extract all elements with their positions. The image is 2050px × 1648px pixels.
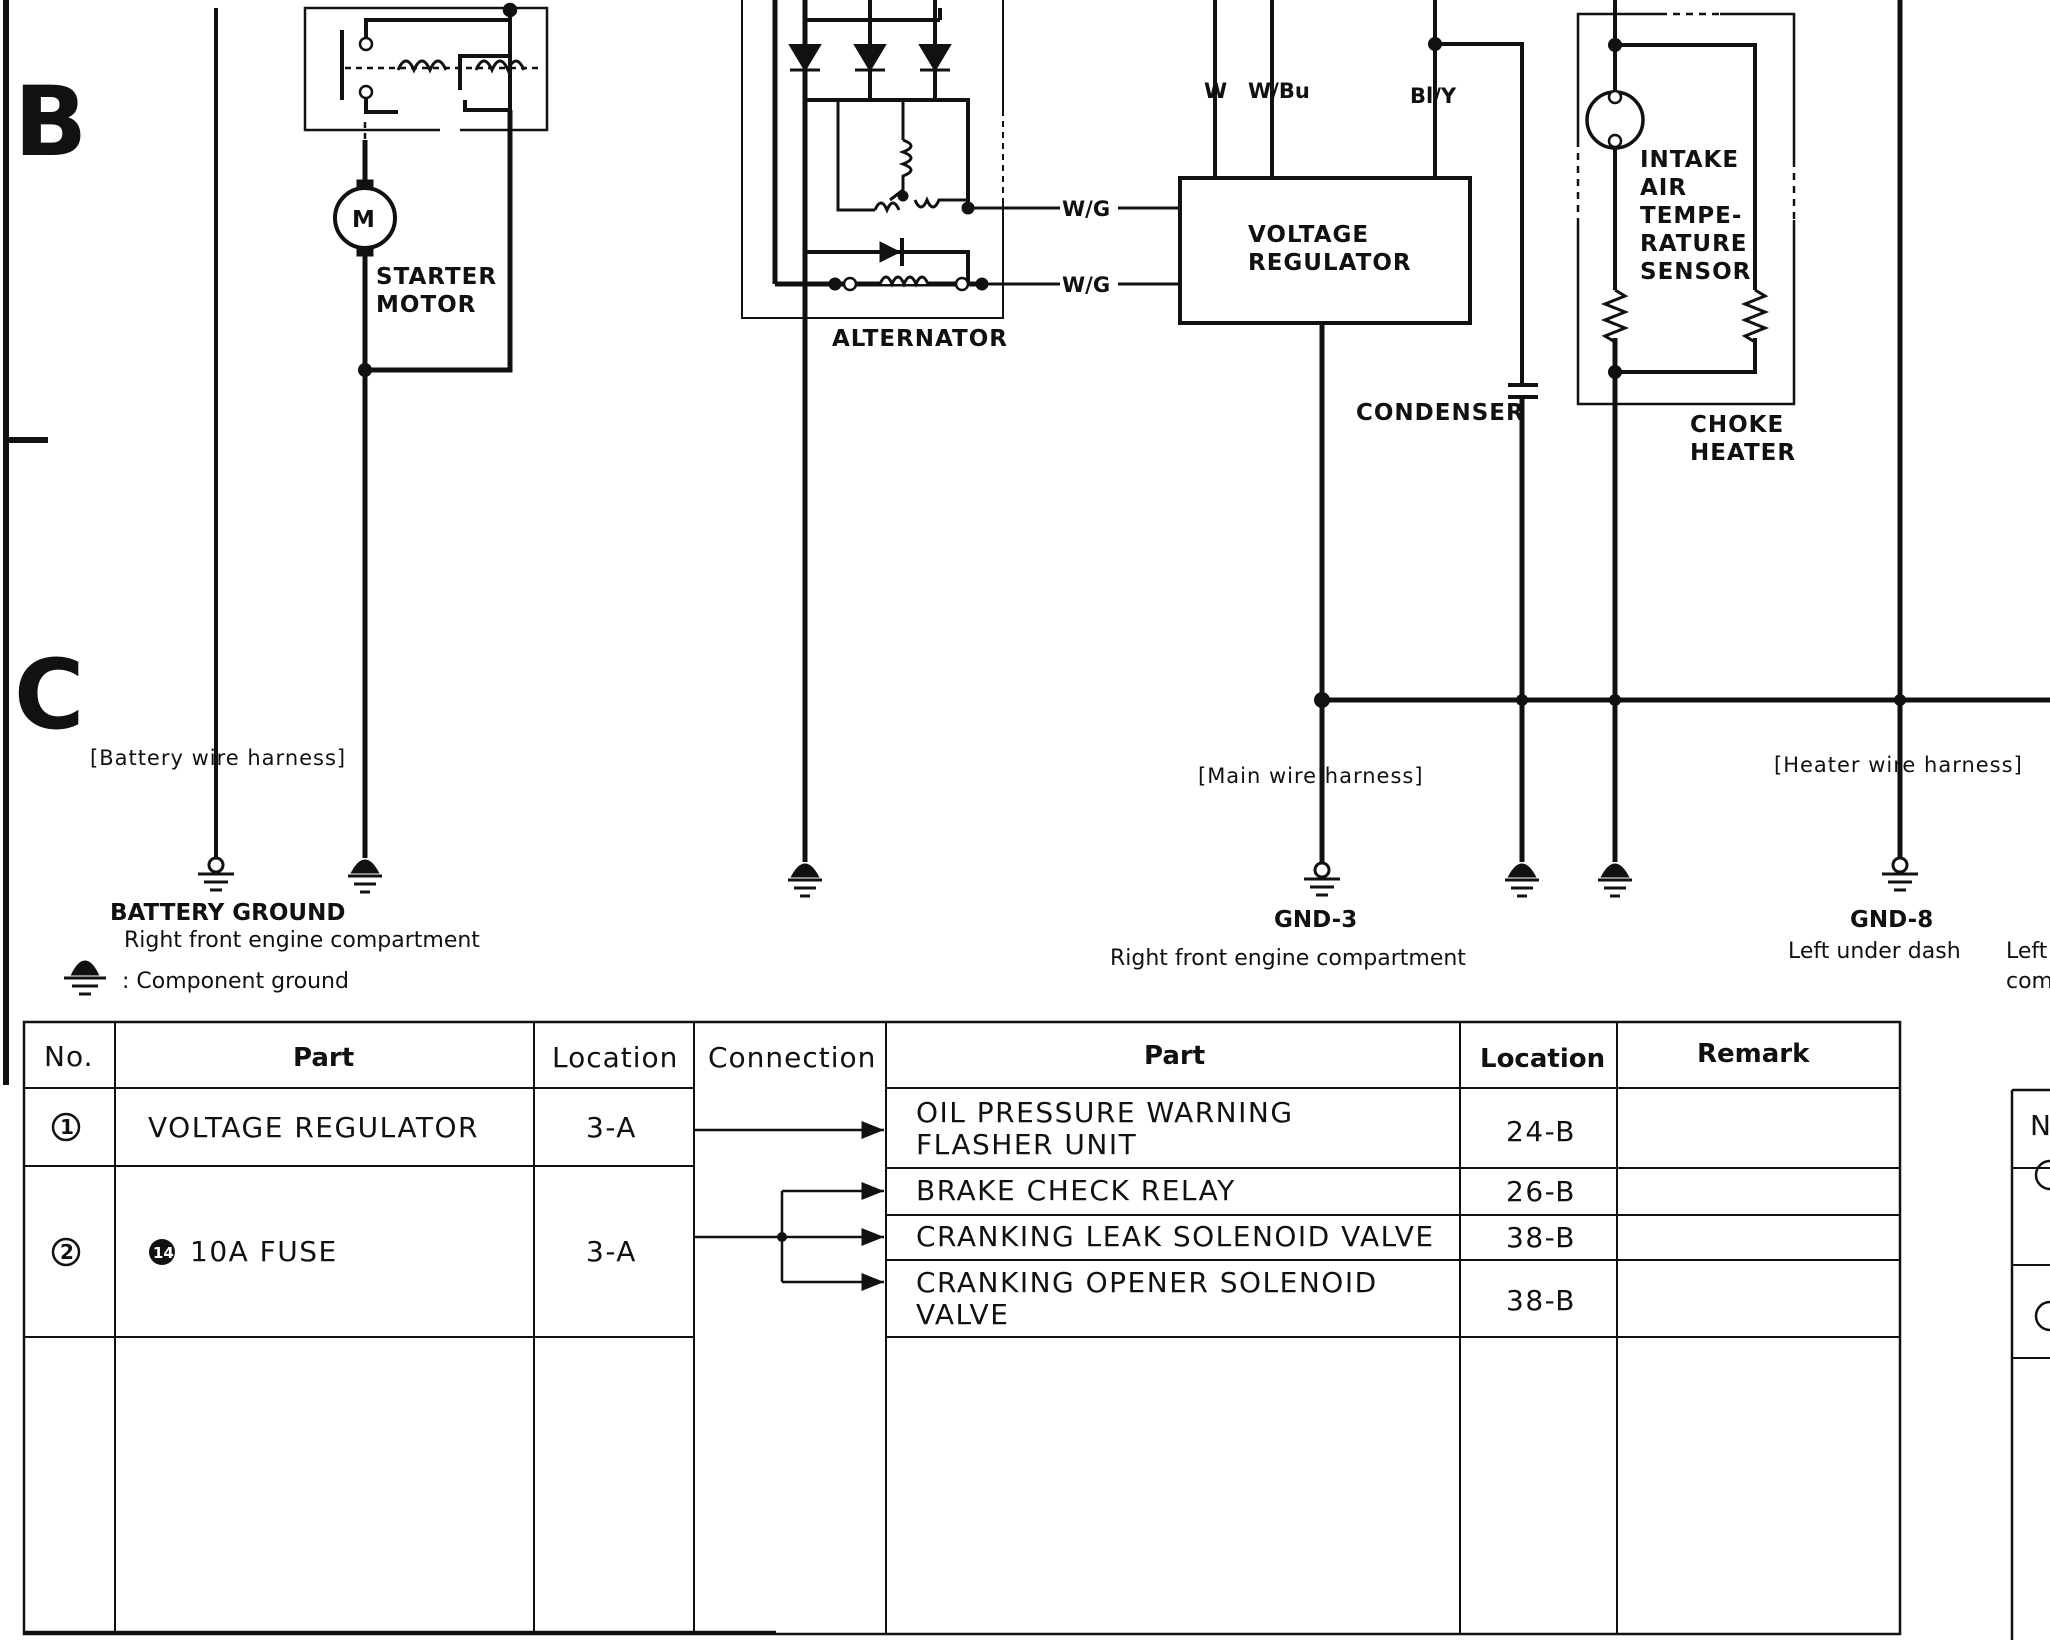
harness-label-battery: [Battery wire harness] bbox=[90, 746, 346, 770]
battery-ground-symbol bbox=[198, 856, 234, 892]
wire-label-w: W bbox=[1204, 79, 1227, 103]
row2-part: 10A FUSE bbox=[190, 1235, 338, 1268]
component-ground-legend-icon bbox=[64, 960, 106, 996]
w-g-wires bbox=[1118, 206, 1180, 286]
intake-air-sensor-label-line1: INTAKE bbox=[1640, 147, 1739, 173]
battery-ground-name: BATTERY GROUND bbox=[110, 900, 345, 926]
starter-motor-label-line1: STARTER bbox=[376, 264, 497, 290]
fuse-number-badge bbox=[149, 1239, 175, 1265]
intake-air-sensor-label-line4: RATURE bbox=[1640, 231, 1748, 257]
gnd8-symbol bbox=[1882, 856, 1918, 892]
partial-ground-line1: Left bbox=[2006, 939, 2048, 964]
intake-air-sensor-label-line3: TEMPE- bbox=[1640, 203, 1742, 229]
row2-target1-location: 26-B bbox=[1506, 1175, 1576, 1208]
row2-target3-part-line2: VALVE bbox=[916, 1298, 1009, 1331]
intake-air-sensor-box bbox=[1576, 0, 1796, 862]
starter-motor-wiring bbox=[362, 110, 513, 858]
wire-label-w-g-1: W/G bbox=[1062, 197, 1110, 221]
row1-location: 3-A bbox=[586, 1111, 637, 1144]
sensor-ground-symbol bbox=[1598, 863, 1632, 898]
row2-connection-arrows bbox=[694, 1182, 884, 1291]
intake-air-sensor-label-line5: SENSOR bbox=[1640, 259, 1751, 285]
row1-target-part-line2: FLASHER UNIT bbox=[916, 1128, 1137, 1161]
table-header-part-target: Part bbox=[1144, 1041, 1205, 1071]
starter-motor-symbol-letter: M bbox=[352, 207, 376, 233]
row2-number-circle bbox=[51, 1237, 81, 1267]
zone-label-c: C bbox=[14, 639, 84, 751]
row1-part: VOLTAGE REGULATOR bbox=[148, 1111, 479, 1144]
starter-relay bbox=[303, 2, 549, 140]
table-header-location-target: Location bbox=[1480, 1044, 1605, 1074]
row1-number: 1 bbox=[60, 1115, 74, 1139]
table-header-remark: Remark bbox=[1697, 1039, 1810, 1069]
zone-border bbox=[3, 0, 48, 1085]
starter-junction-dot bbox=[358, 363, 372, 377]
intake-air-sensor-label-line2: AIR bbox=[1640, 175, 1687, 201]
harness-label-heater: [Heater wire harness] bbox=[1774, 753, 2023, 777]
gnd8-location: Left under dash bbox=[1788, 939, 1961, 964]
component-ground-legend-text: : Component ground bbox=[122, 969, 349, 994]
zone-label-b: B bbox=[14, 66, 87, 178]
row1-target-location: 24-B bbox=[1506, 1115, 1576, 1148]
alternator-ground-symbol bbox=[788, 863, 822, 898]
battery-ground-location: Right front engine compartment bbox=[124, 928, 480, 953]
condenser-ground-symbol bbox=[1505, 863, 1539, 898]
starter-motor-symbol bbox=[333, 179, 397, 257]
row2-target1-part: BRAKE CHECK RELAY bbox=[916, 1174, 1236, 1207]
alternator bbox=[741, 0, 1060, 862]
connection-table-grid bbox=[22, 1020, 2050, 1640]
gnd3-location: Right front engine compartment bbox=[1110, 946, 1466, 971]
bl-y-junction-dot bbox=[1428, 37, 1442, 51]
row2-target3-part-line1: CRANKING OPENER SOLENOID bbox=[916, 1266, 1378, 1299]
alternator-label: ALTERNATOR bbox=[832, 326, 1008, 352]
bus-junction-dot-condenser bbox=[1516, 694, 1528, 706]
gnd3-name: GND-3 bbox=[1274, 907, 1357, 933]
table-header-location: Location bbox=[552, 1041, 678, 1074]
starter-motor-label-line2: MOTOR bbox=[376, 292, 476, 318]
gnd8-name: GND-8 bbox=[1850, 907, 1933, 933]
partial-ground-line2: com bbox=[2006, 969, 2050, 994]
row2-number: 2 bbox=[60, 1240, 74, 1264]
bus-junction-dot-left bbox=[1314, 692, 1330, 708]
row1-target-part-line1: OIL PRESSURE WARNING bbox=[916, 1096, 1294, 1129]
ground-bus bbox=[1322, 0, 2050, 858]
sensor-junction-dot-bottom bbox=[1608, 365, 1622, 379]
bus-junction-dot-heater bbox=[1894, 694, 1906, 706]
voltage-regulator-label-line1: VOLTAGE bbox=[1248, 222, 1369, 248]
fuse-number: 14 bbox=[153, 1244, 174, 1262]
row2-target2-part: CRANKING LEAK SOLENOID VALVE bbox=[916, 1220, 1435, 1253]
choke-heater-label-line1: CHOKE bbox=[1690, 412, 1784, 438]
table-header-connection: Connection bbox=[708, 1041, 876, 1074]
partial-right-row-markers bbox=[2034, 1159, 2050, 1332]
wire-label-w-bu: W/Bu bbox=[1248, 79, 1310, 103]
condenser-label: CONDENSER bbox=[1356, 400, 1525, 426]
row2-location: 3-A bbox=[586, 1235, 637, 1268]
row2-target2-location: 38-B bbox=[1506, 1221, 1576, 1254]
row2-target3-location: 38-B bbox=[1506, 1284, 1576, 1317]
row2-connection-junction bbox=[777, 1232, 787, 1242]
choke-heater-label-line2: HEATER bbox=[1690, 440, 1796, 466]
wire-label-w-g-2: W/G bbox=[1062, 273, 1110, 297]
voltage-regulator-label-line2: REGULATOR bbox=[1248, 250, 1412, 276]
harness-label-main: [Main wire harness] bbox=[1198, 764, 1424, 788]
bus-junction-dot-sensor bbox=[1609, 694, 1621, 706]
starter-ground-symbol bbox=[348, 859, 382, 894]
condenser bbox=[1508, 382, 1538, 862]
voltage-regulator bbox=[1178, 0, 1524, 862]
table-header-partial-right: N bbox=[2030, 1109, 2050, 1142]
row1-number-circle bbox=[51, 1112, 81, 1142]
table-header-no: No. bbox=[44, 1040, 93, 1073]
wire-label-bl-y: Bl/Y bbox=[1410, 84, 1457, 108]
gnd3-symbol bbox=[1304, 861, 1340, 897]
sensor-junction-dot-top bbox=[1608, 38, 1622, 52]
table-header-part: Part bbox=[293, 1043, 354, 1073]
